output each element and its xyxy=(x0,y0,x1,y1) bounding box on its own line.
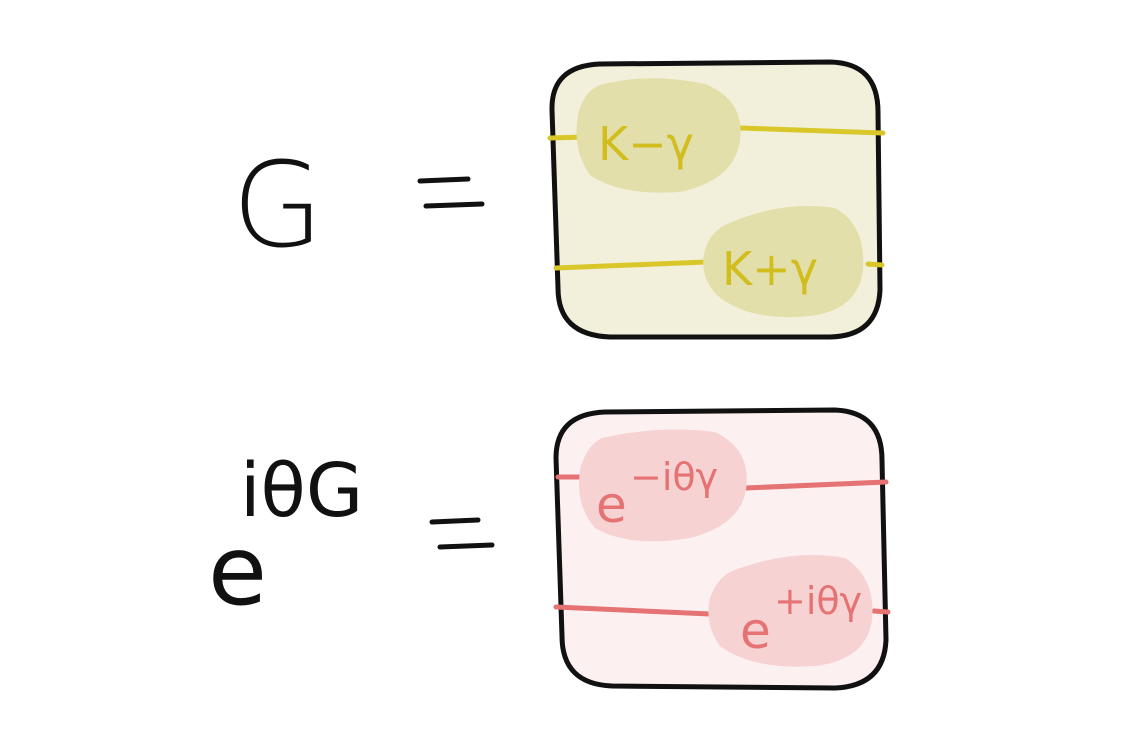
equals-sign-2 xyxy=(429,517,495,550)
wire-bottom-1 xyxy=(553,259,885,271)
blob-top-1 xyxy=(576,78,741,193)
equation-g: G K−γ K+γ xyxy=(232,59,886,340)
blob-top-exponent-2: −iθγ xyxy=(630,455,718,499)
blob-bottom-exponent-2: +iθγ xyxy=(774,579,862,623)
blob-top-2 xyxy=(579,429,747,542)
equation-exp: e iθG e −iθγ e +iθγ xyxy=(208,407,891,691)
lhs-exp-base: e xyxy=(208,515,267,627)
blob-bottom-2 xyxy=(708,555,873,667)
gate-box-g: K−γ K+γ xyxy=(547,59,886,340)
lhs-g-text: G xyxy=(232,136,323,274)
lhs-exp-exponent: iθG xyxy=(240,448,363,534)
blob-top-label-1: K−γ xyxy=(598,117,694,171)
equals-sign-1 xyxy=(417,176,485,209)
blob-bottom-label-1: K+γ xyxy=(722,242,818,296)
wire-bottom-2 xyxy=(553,604,891,617)
gate-box-exp: e −iθγ e +iθγ xyxy=(553,407,891,691)
blob-top-base-2: e xyxy=(596,476,627,534)
blob-bottom-base-2: e xyxy=(740,602,771,660)
blob-bottom-1 xyxy=(703,206,864,318)
